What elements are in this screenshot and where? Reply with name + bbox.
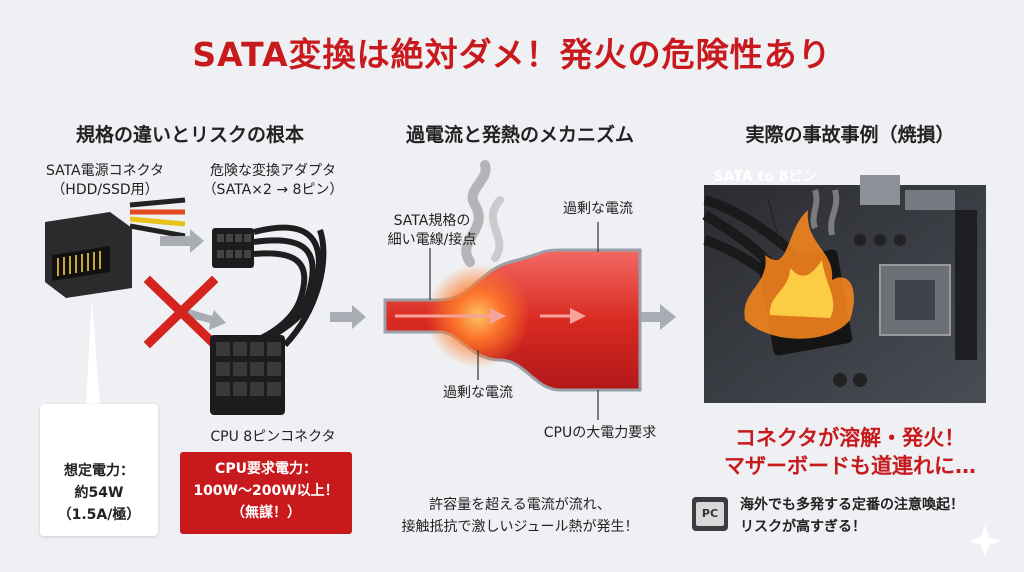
page-title: SATA変換は絶対ダメ！発火の危険性あり xyxy=(192,35,832,74)
cpu-demand-label: CPUの大電力要求 xyxy=(543,425,657,441)
mechanism-note: 許容量を超える電流が流れ、接触抵抗で激しいジュール熱が発生！ xyxy=(401,497,639,535)
assumed-power-callout: 想定電力：約54W（1.5A/極） xyxy=(40,404,158,536)
photo-label: SATA to 8ピン xyxy=(713,169,817,185)
forbidden-x-icon xyxy=(143,275,219,349)
cpu-connector-label: CPU 8ピンコネクタ xyxy=(210,429,336,445)
warning-text: コネクタが溶解・発火！マザーボードも道連れに… xyxy=(724,426,976,478)
thin-wire-label: SATA規格の細い電線/接点 xyxy=(387,213,477,248)
current-tube-image xyxy=(383,160,642,420)
flow-arrows-left xyxy=(160,229,676,330)
sata-connector-image xyxy=(45,197,186,298)
adapter-label: 危険な変換アダプタ（SATA×2 → 8ピン） xyxy=(202,163,344,198)
excess-current-top-label: 過剰な電流 xyxy=(563,201,633,217)
caution-tip: 海外でも多発する定番の注意喚起！リスクが高すぎる！ xyxy=(740,497,964,535)
cpu-requirement-box: CPU要求電力：100W～200W以上！（無謀！） xyxy=(180,452,352,534)
section-title-middle: 過電流と発熱のメカニズム xyxy=(405,124,634,146)
pc-icon: PC xyxy=(692,497,728,531)
excess-current-bottom-label: 過剰な電流 xyxy=(443,385,513,401)
sparkle-icon xyxy=(969,525,1001,557)
section-title-right: 実際の事故事例（焼損） xyxy=(745,124,955,146)
sata-connector-label: SATA電源コネクタ（HDD/SSD用） xyxy=(45,163,165,198)
burned-motherboard-image xyxy=(702,175,986,403)
adapter-image xyxy=(210,224,327,415)
section-title-left: 規格の違いとリスクの根本 xyxy=(75,124,304,146)
callout-pointer xyxy=(86,300,100,404)
